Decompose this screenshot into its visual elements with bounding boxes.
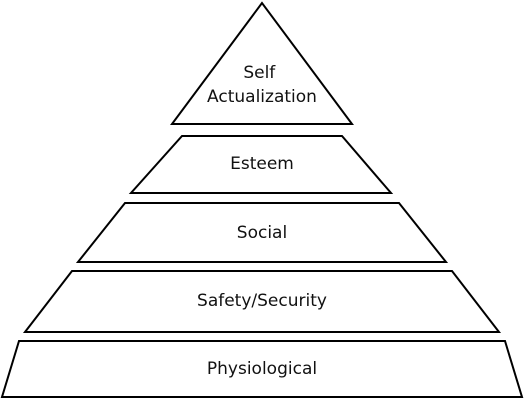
- label-line: Actualization: [207, 87, 317, 107]
- pyramid-level-shape: [0, 340, 524, 398]
- pyramid-level-shape: [170, 1, 354, 125]
- pyramid-level-label: Social: [237, 223, 287, 243]
- pyramid-level-label: Esteem: [230, 154, 294, 174]
- pyramid-level-physiological: Physiological: [0, 340, 524, 398]
- pyramid-level-safety-security: Safety/Security: [22, 270, 502, 333]
- pyramid-level-shape: [22, 270, 502, 333]
- pyramid-level-shape: [75, 202, 449, 263]
- label-line: Self: [243, 63, 276, 83]
- pyramid-level-label: Safety/Security: [197, 291, 327, 311]
- pyramid-level-label: Self Actualization: [207, 63, 317, 107]
- pyramid-level-label: Physiological: [207, 359, 317, 379]
- pyramid-level-social: Social: [75, 202, 449, 263]
- pyramid-level-esteem: Esteem: [128, 135, 394, 194]
- pyramid-level-self-actualization: Self Actualization: [170, 1, 354, 125]
- pyramid-level-shape: [128, 135, 394, 194]
